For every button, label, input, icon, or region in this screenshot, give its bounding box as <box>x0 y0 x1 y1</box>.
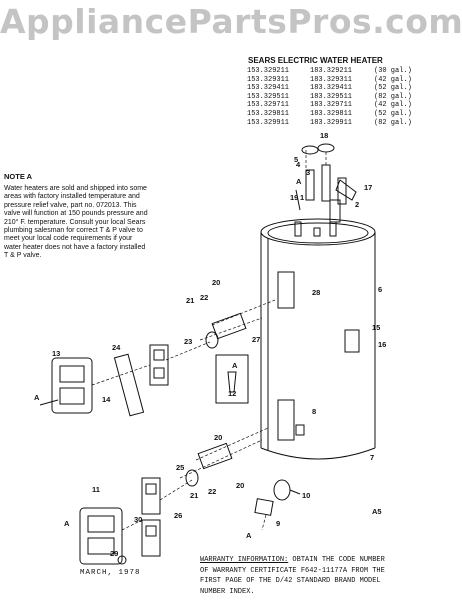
label-20-low: 20 <box>214 433 222 442</box>
label-11: 11 <box>92 485 100 494</box>
warranty-info: WARRANTY INFORMATION: OBTAIN THE CODE NU… <box>200 556 385 596</box>
label-25: 25 <box>176 463 184 472</box>
label-24: 24 <box>112 343 121 352</box>
label-14: 14 <box>102 395 111 404</box>
screw-detail <box>215 354 249 404</box>
label-19: 19 <box>290 193 298 202</box>
label-18: 18 <box>320 131 328 140</box>
lower-element-assembly <box>79 427 269 565</box>
label-16: 16 <box>378 340 386 349</box>
label-20-low-b: 20 <box>236 481 244 490</box>
label-26: 26 <box>174 511 182 520</box>
label-22-low: 22 <box>208 487 216 496</box>
label-3: 3 <box>306 168 310 177</box>
label-29: 29 <box>110 549 118 558</box>
top-fittings <box>295 143 357 223</box>
note-text: Water heaters are sold and shipped into … <box>4 185 148 260</box>
label-5: 5 <box>294 155 298 164</box>
label-8: 8 <box>312 407 316 416</box>
label-a2: A <box>34 393 40 402</box>
part-labels: 18 4 3 17 A 19 1 2 6 15 16 28 20 21 22 2… <box>34 131 386 558</box>
diagram-header: SEARS ELECTRIC WATER HEATER <box>248 56 383 65</box>
watermark: AppliancePartsPros.com <box>0 2 462 41</box>
note-title: NOTE A <box>4 172 33 181</box>
label-20-top: 20 <box>212 278 220 287</box>
tank <box>260 218 376 460</box>
label-27: 27 <box>252 335 260 344</box>
label-9: 9 <box>276 519 280 528</box>
upper-element-assembly <box>39 299 276 417</box>
label-2: 2 <box>355 200 359 209</box>
label-21-low: 21 <box>190 491 198 500</box>
label-12: 12 <box>228 389 236 398</box>
label-15: 15 <box>372 323 380 332</box>
label-13: 13 <box>52 349 60 358</box>
label-a1: A <box>296 177 302 186</box>
label-10: 10 <box>302 491 310 500</box>
label-21-top: 21 <box>186 296 194 305</box>
revision-date: MARCH, 1978 <box>80 569 141 577</box>
label-6: 6 <box>378 285 382 294</box>
label-30: 30 <box>134 515 142 524</box>
label-1: 1 <box>300 193 304 202</box>
label-a5-code: A5 <box>372 507 382 516</box>
label-17: 17 <box>364 183 372 192</box>
label-23: 23 <box>184 337 192 346</box>
label-7: 7 <box>370 453 374 462</box>
label-28: 28 <box>312 288 320 297</box>
label-22-top: 22 <box>200 293 208 302</box>
warranty-heading: WARRANTY INFORMATION: <box>200 556 289 564</box>
label-4: 4 <box>296 160 301 169</box>
label-a4: A <box>246 531 252 540</box>
label-a5: A <box>64 519 70 528</box>
drain-valve <box>254 479 301 531</box>
label-a3: A <box>232 361 238 370</box>
